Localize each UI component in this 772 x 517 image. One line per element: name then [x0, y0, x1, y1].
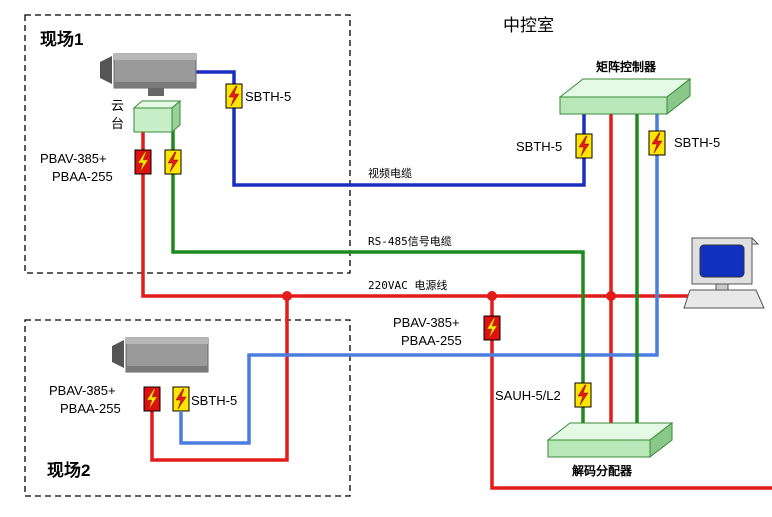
sbth-control-right-label: SBTH-5: [674, 135, 720, 150]
sbth-control-right-protector-icon: [648, 130, 666, 156]
sbth-site1-label: SBTH-5: [245, 89, 291, 104]
pbav-mid-protector-icon: [483, 315, 501, 341]
power-lines: [141, 114, 772, 490]
site1-camera-icon: [99, 53, 197, 89]
sbth-site2-protector-icon: [172, 386, 190, 412]
decoder-distributor-label: 解码分配器: [572, 463, 633, 478]
video-line-site2: [179, 114, 659, 445]
sbth-control-left-label: SBTH-5: [516, 139, 562, 154]
rs485-site1-protector-icon: [164, 149, 182, 175]
ptz-label-top: 云: [111, 98, 124, 113]
junction-dot: [487, 291, 497, 301]
pbav-mid-label-2: PBAA-255: [401, 333, 462, 348]
camera-mount: [148, 88, 164, 96]
ptz-label-bottom: 台: [111, 116, 124, 131]
site1-label: 现场1: [40, 30, 83, 49]
junction-dot: [282, 291, 292, 301]
monitor-icon: [683, 237, 765, 309]
video-line-site1: [195, 70, 586, 187]
sauh-label: SAUH-5/L2: [495, 388, 561, 403]
rs485-line: [171, 130, 585, 425]
pbav-site2-label-1: PBAV-385+: [49, 383, 116, 398]
control-room-label: 中控室: [503, 16, 554, 35]
sauh-protector-icon: [574, 382, 592, 408]
sbth-site1-protector-icon: [225, 83, 243, 109]
pbav-site1-label-2: PBAA-255: [52, 169, 113, 184]
site2-zone-border: [24, 319, 351, 497]
pbav-site2-label-2: PBAA-255: [60, 401, 121, 416]
site1-zone-border: [24, 14, 351, 274]
site2-label: 现场2: [47, 461, 90, 480]
ptz-unit: [132, 99, 182, 134]
pbav-site1-label-1: PBAV-385+: [40, 151, 107, 166]
matrix-controller-label: 矩阵控制器: [595, 59, 657, 74]
pbav-mid-label-1: PBAV-385+: [393, 315, 460, 330]
junction-dot: [606, 291, 616, 301]
decoder-distributor-device: [546, 421, 674, 459]
power-cable-label: 220VAC 电源线: [368, 278, 447, 292]
video-cable-label: 视频电缆: [368, 166, 412, 180]
sbth-control-left-protector-icon: [575, 133, 593, 159]
pbav-site1-protector-icon: [134, 149, 152, 175]
site2-camera-icon: [111, 337, 209, 373]
rs485-cable-label: RS-485信号电缆: [368, 235, 452, 248]
pbav-site2-protector-icon: [143, 386, 161, 412]
matrix-controller-device: [558, 77, 692, 116]
sbth-site2-label: SBTH-5: [191, 393, 237, 408]
